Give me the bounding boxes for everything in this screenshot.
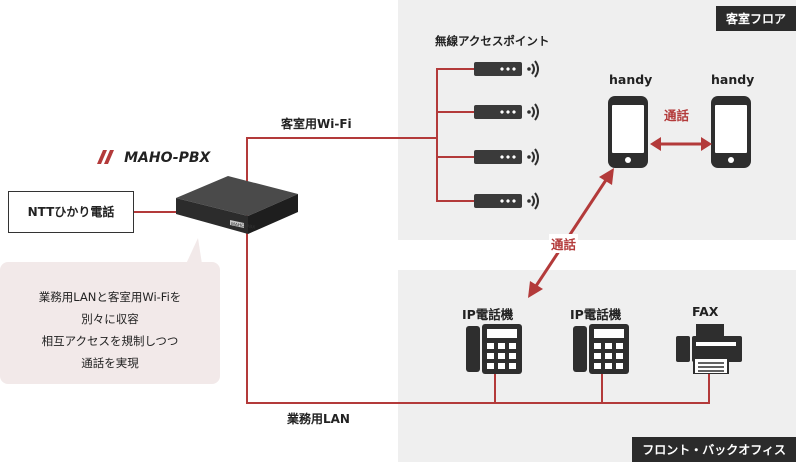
wifi-signal-icon xyxy=(527,60,539,78)
guest-room-zone-label: 客室フロア xyxy=(715,6,796,31)
handy-call-label: 通話 xyxy=(664,108,690,123)
maho-pbx-logo: MAHO-PBX xyxy=(97,147,210,167)
status-dots-icon xyxy=(499,67,517,71)
ap-branch-3 xyxy=(436,156,474,158)
ntt-to-pbx-wire xyxy=(133,211,181,213)
ap-trunk xyxy=(436,68,438,202)
note-bubble xyxy=(0,262,220,384)
ntt-hikari-box: NTTひかり電話 xyxy=(8,191,134,233)
status-dots-icon xyxy=(499,199,517,203)
note-line-1: 業務用LANと客室用Wi-Fiを xyxy=(38,290,182,304)
access-point-1 xyxy=(474,62,522,76)
ap-branch-4 xyxy=(436,200,474,202)
logo-text: MAHO- xyxy=(124,150,179,166)
lan-drop-ip2 xyxy=(601,372,603,403)
ap-branch-1 xyxy=(436,68,474,70)
ip-phone-left-icon xyxy=(466,324,522,374)
guest-wifi-label: 客室用Wi-Fi xyxy=(281,117,352,131)
lan-drop-ip1 xyxy=(494,372,496,403)
wifi-signal-icon xyxy=(527,192,539,210)
access-points-label: 無線アクセスポイント xyxy=(435,34,550,48)
handy-right-phone-icon xyxy=(711,96,751,168)
office-lan-label: 業務用LAN xyxy=(287,412,350,426)
status-dots-icon xyxy=(499,155,517,159)
wifi-signal-icon xyxy=(527,148,539,166)
pbx-device-badge: MAHO-PBX xyxy=(230,221,255,230)
note-line-4: 通話を実現 xyxy=(81,356,139,370)
handy-right-label: handy xyxy=(711,72,755,87)
ip-phone-right-label: IP電話機 xyxy=(570,307,622,322)
note-line-3: 相互アクセスを規制しつつ xyxy=(41,334,179,348)
note-line-2: 別々に収容 xyxy=(81,312,139,326)
logo-mark-icon xyxy=(97,150,114,164)
ip-call-arrow-icon xyxy=(528,168,614,298)
fax-label: FAX xyxy=(692,304,719,319)
note-bubble-pointer xyxy=(186,238,202,264)
ip-phone-right-icon xyxy=(573,324,629,374)
status-dots-icon xyxy=(499,110,517,114)
handy-left-label: handy xyxy=(609,72,653,87)
access-point-3 xyxy=(474,150,522,164)
wifi-signal-icon xyxy=(527,103,539,121)
handy-left-phone-icon xyxy=(608,96,648,168)
pbx-device: MAHO-PBX xyxy=(176,176,298,234)
ip-call-label: 通話 xyxy=(549,234,579,253)
ap-branch-2 xyxy=(436,111,474,113)
lan-wire-vertical xyxy=(246,232,248,403)
wifi-wire-horizontal xyxy=(246,137,437,139)
access-point-2 xyxy=(474,105,522,119)
logo-text-bold: PBX xyxy=(178,150,211,166)
lan-wire-horizontal xyxy=(246,402,710,404)
front-office-zone-label: フロント・バックオフィス xyxy=(632,437,796,462)
handy-call-arrow-icon xyxy=(650,137,712,151)
access-point-4 xyxy=(474,194,522,208)
lan-drop-fax xyxy=(708,372,710,403)
fax-machine-icon xyxy=(676,324,742,374)
ip-phone-left-label: IP電話機 xyxy=(462,307,514,322)
